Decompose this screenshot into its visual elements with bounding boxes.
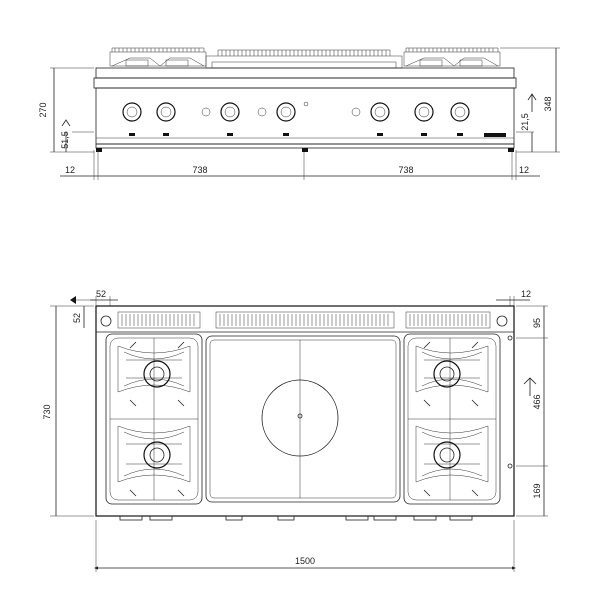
dim-right-width: 738 (398, 165, 413, 175)
dim-top-right-offset: 12 (521, 289, 531, 299)
front-right-grates (403, 47, 501, 67)
top-width-dimension: 1500 (94, 520, 516, 572)
top-view: 52 52 730 12 95 466 169 (42, 289, 548, 572)
knob-icon (276, 102, 296, 122)
knob-icon (450, 102, 470, 122)
top-front-knob-stubs (119, 515, 473, 521)
back-flue-strip (100, 311, 508, 329)
front-left-grates (109, 47, 207, 67)
hotplate-icon (261, 379, 339, 457)
dim-top-left-y: 52 (72, 313, 82, 323)
dim-top-left-x: 52 (96, 289, 106, 299)
front-knobs (122, 101, 506, 137)
dim-left-width: 738 (192, 165, 207, 175)
dim-front-strip: 169 (532, 483, 542, 498)
front-foot-left (96, 148, 102, 152)
knob-icon (220, 102, 240, 122)
front-foot-center (302, 148, 308, 152)
knob-icon (414, 102, 434, 122)
ignition-button-icon (351, 107, 361, 117)
right-burner-block (403, 333, 501, 505)
knob-icon (156, 102, 176, 122)
burner-icon (433, 360, 461, 388)
front-width-dimensions: 12 738 738 12 (60, 150, 540, 180)
gas-connection-icon (507, 463, 513, 469)
gas-connection-icon (507, 335, 513, 341)
burner-icon (143, 360, 171, 388)
flue-round-right-icon (496, 315, 508, 327)
front-center-griddle (205, 49, 403, 69)
front-left-dimensions: 270 51,5 (38, 67, 94, 153)
dim-width-total: 1500 (295, 556, 315, 566)
dim-height-total: 270 (38, 102, 48, 117)
top-outline (95, 305, 515, 517)
indicator-light-icon (303, 101, 309, 107)
top-right-dimensions: 12 95 466 169 (496, 289, 548, 517)
dim-right-margin: 12 (519, 165, 529, 175)
knob-icon (370, 102, 390, 122)
dim-depth-total: 730 (42, 404, 52, 419)
brand-plate (484, 133, 506, 137)
dim-left-margin: 12 (65, 165, 75, 175)
center-griddle-plate (205, 335, 401, 503)
dim-back-strip: 95 (532, 318, 542, 328)
knob-icon (122, 102, 142, 122)
ignition-button-icon (257, 107, 267, 117)
front-top-plate (95, 67, 515, 79)
front-foot-right (508, 148, 514, 152)
burner-icon (143, 441, 171, 469)
ignition-button-icon (201, 107, 211, 117)
burner-icon (433, 441, 461, 469)
dim-height-knob: 51,5 (60, 131, 70, 149)
left-burner-block (105, 333, 203, 505)
dim-offset-side: 21,5 (520, 113, 530, 131)
front-view: 270 51,5 348 21,5 12 738 738 12 (38, 47, 560, 180)
front-right-dimensions: 348 21,5 (500, 47, 560, 153)
dim-depth-side: 348 (543, 96, 553, 111)
top-left-dimensions: 52 52 730 (42, 289, 118, 517)
flue-round-left-icon (100, 315, 112, 327)
dim-mid-span: 466 (532, 394, 542, 409)
front-top-rim (93, 77, 517, 89)
